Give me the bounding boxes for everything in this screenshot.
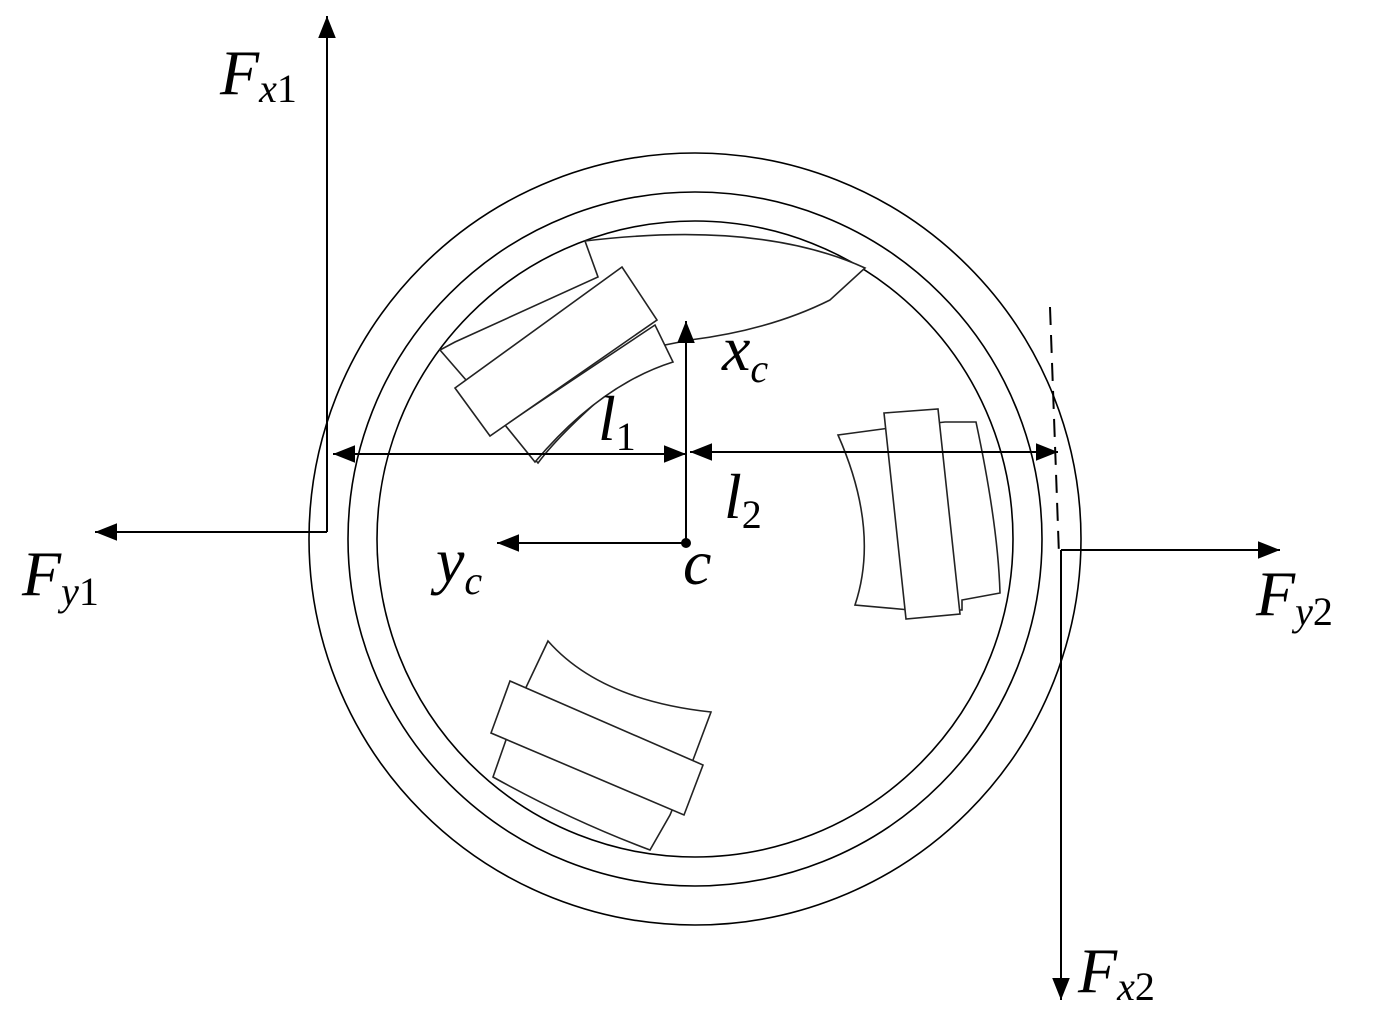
wheel-hub-curve xyxy=(503,323,675,464)
label-l2: l2 xyxy=(724,461,762,537)
middle-ring xyxy=(347,191,1043,887)
wheel-assembly-right xyxy=(836,408,1001,620)
inner-ring xyxy=(376,220,1014,858)
label-center-c: c xyxy=(683,527,711,598)
label-fy2: Fy2 xyxy=(1255,558,1333,634)
label-yc: yc xyxy=(430,525,482,603)
wheel-roller xyxy=(883,408,961,620)
label-l1: l1 xyxy=(598,383,636,459)
wheel-assembly-bottom-left xyxy=(489,639,713,851)
label-fy1: Fy1 xyxy=(21,538,99,614)
center-point xyxy=(681,538,691,548)
wheel-roller xyxy=(453,265,659,438)
label-fx2: Fx2 xyxy=(1077,935,1155,1009)
outer-ring xyxy=(308,152,1082,926)
reference-dashed-line xyxy=(1049,306,1060,556)
label-fx1: Fx1 xyxy=(219,37,297,111)
wheel-roller xyxy=(489,679,705,817)
wheel-assembly-top-left xyxy=(438,233,867,465)
label-xc: xc xyxy=(721,313,768,391)
